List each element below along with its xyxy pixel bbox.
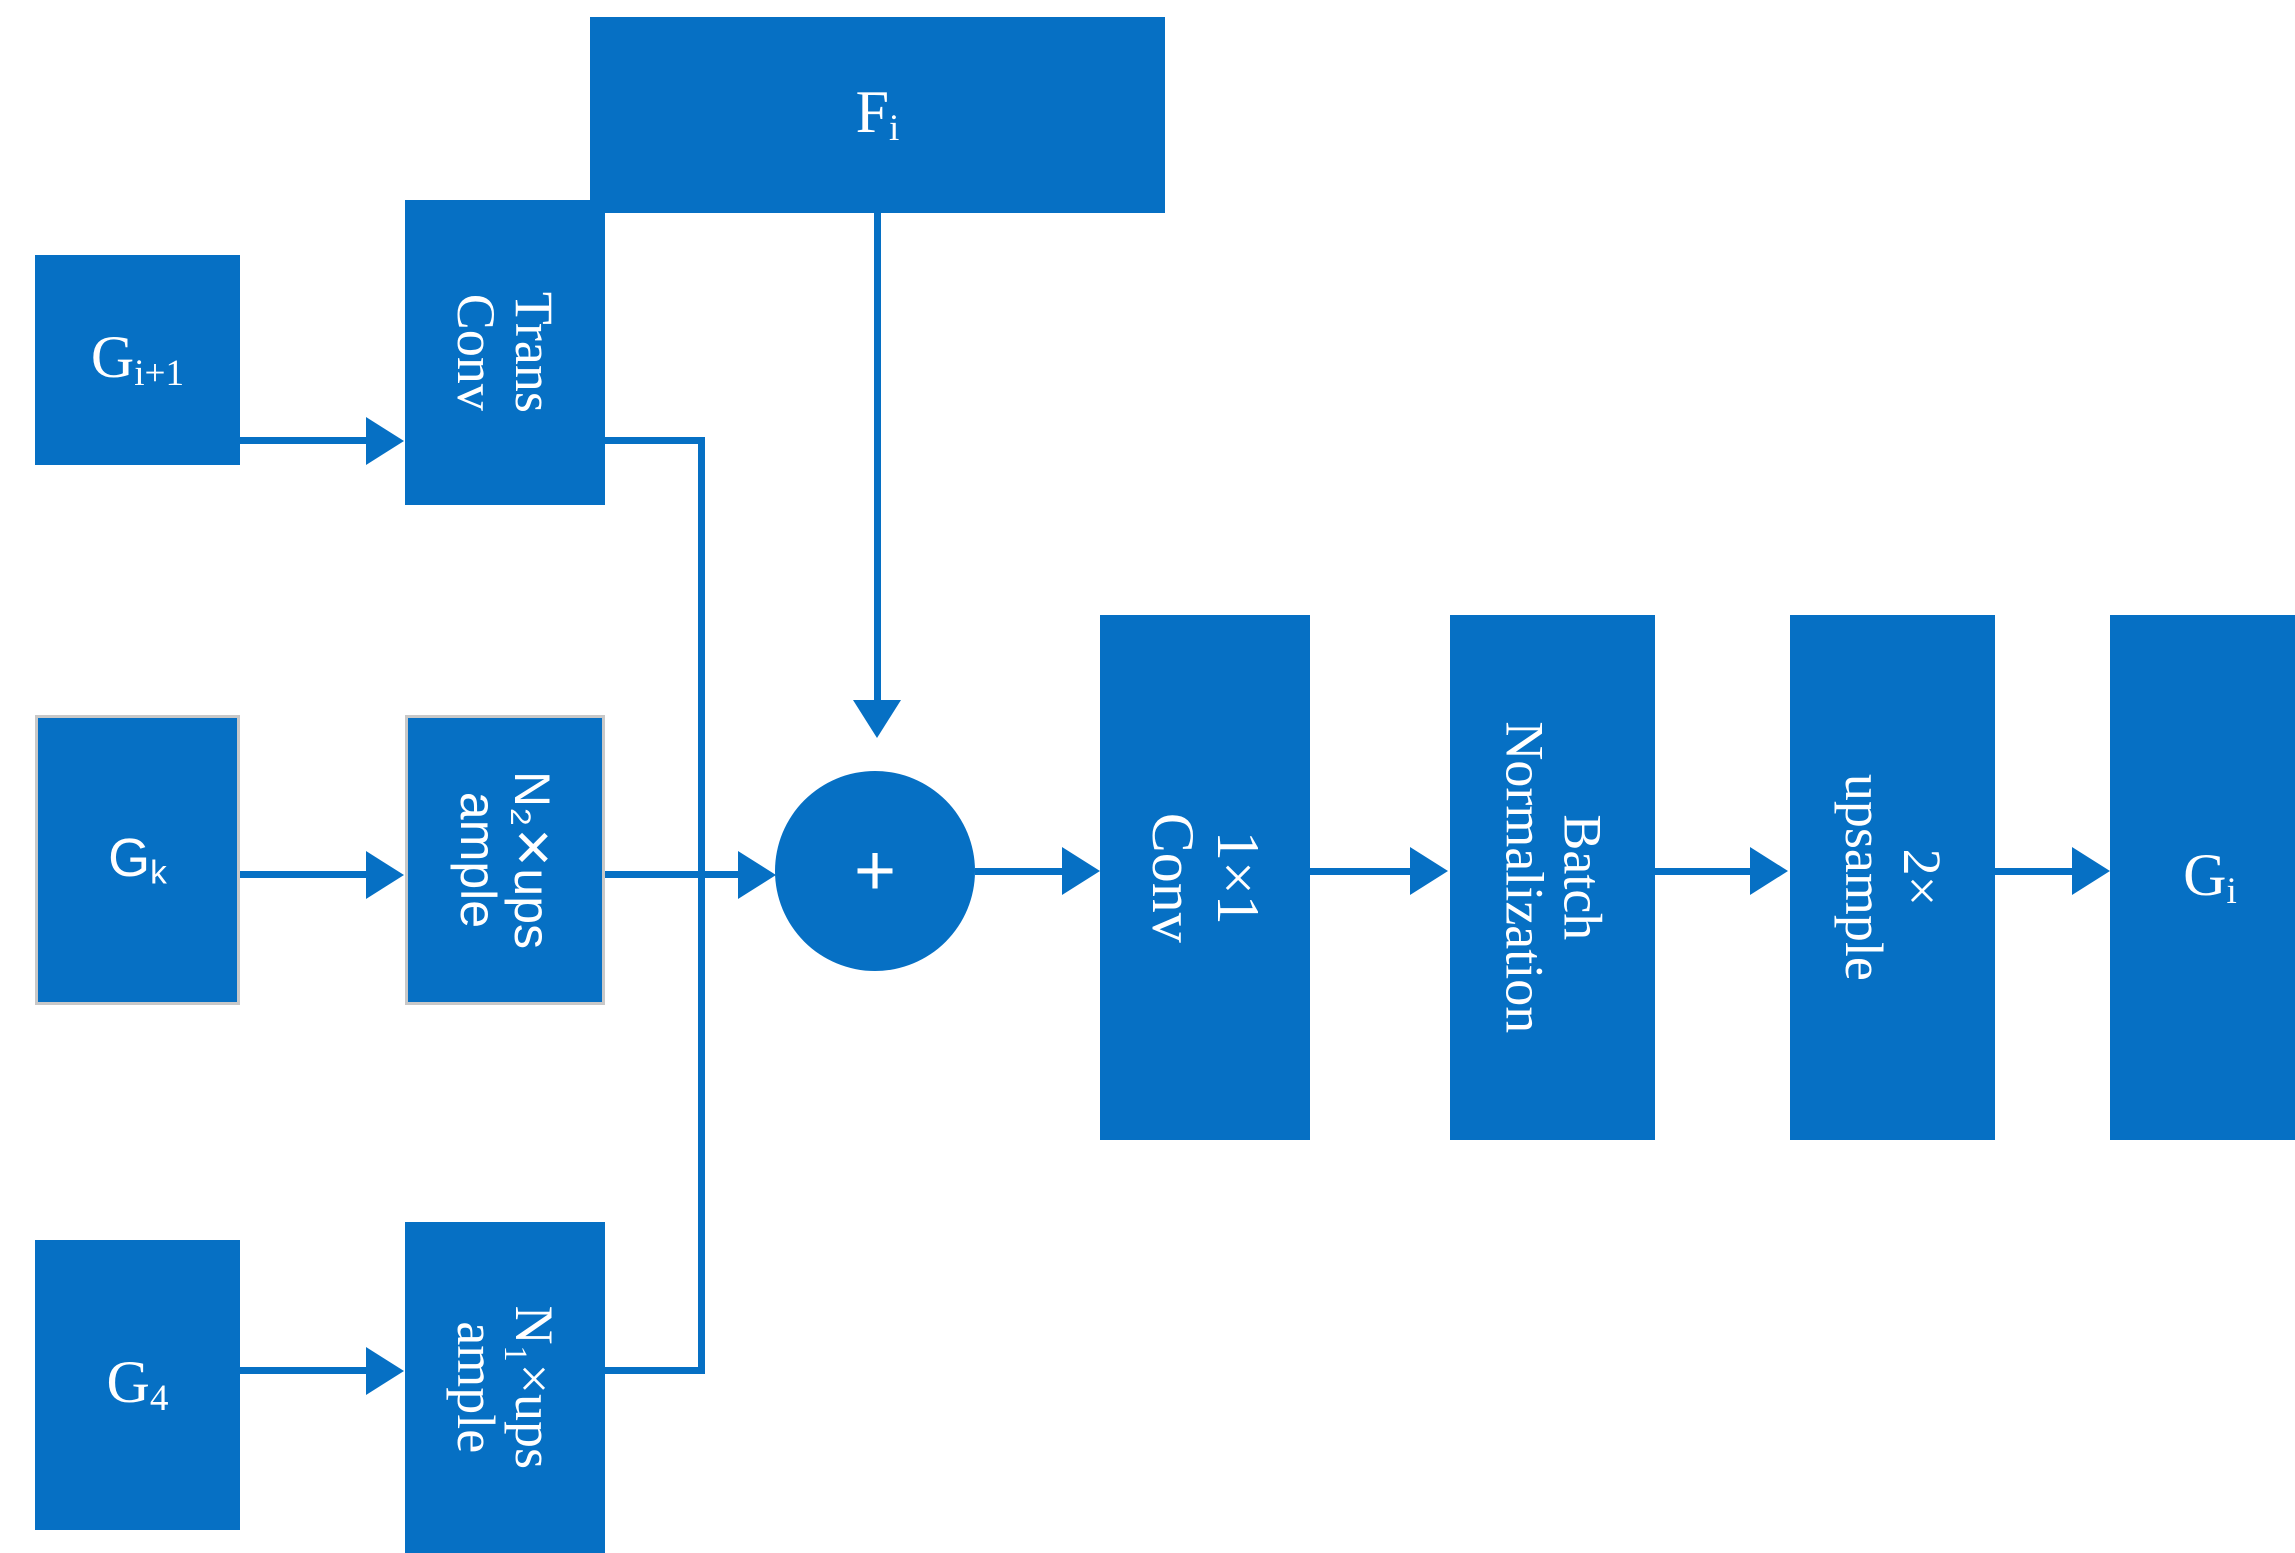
edge-bn-to-upsample-arrowhead <box>1750 847 1788 895</box>
edge-n1-up-segment <box>698 871 705 1371</box>
node-trans-conv[interactable]: Trans Conv <box>405 200 605 505</box>
node-f-i[interactable]: Fi <box>590 17 1165 213</box>
node-batch-normalization-label: Batch Normalization <box>1493 721 1612 1034</box>
node-g-i-plus-1[interactable]: Gi+1 <box>35 255 240 465</box>
node-conv-1x1-label: 1×1 Conv <box>1140 812 1271 943</box>
edge-g-i-plus-1-to-trans-conv-arrowhead <box>366 417 404 465</box>
node-g-4-label: G4 <box>106 1349 169 1420</box>
node-sum-label: + <box>853 831 897 911</box>
node-conv-1x1[interactable]: 1×1 Conv <box>1100 615 1310 1140</box>
edge-upsample-to-g-out-line <box>1995 868 2080 875</box>
node-sum[interactable]: + <box>775 771 975 971</box>
node-batch-normalization[interactable]: Batch Normalization <box>1450 615 1655 1140</box>
edge-sum-to-conv-line <box>975 868 1070 875</box>
node-n2-upsample-label: N₂✕ups ample <box>450 770 560 950</box>
edge-trans-conv-out-segment <box>605 437 705 444</box>
node-trans-conv-label: Trans Conv <box>446 291 565 414</box>
edge-g-i-plus-1-to-trans-conv-line <box>240 437 370 444</box>
edge-bn-to-upsample-line <box>1655 868 1755 875</box>
edge-n1-out-segment <box>605 1367 705 1374</box>
node-g-k-label: Gk <box>108 827 167 892</box>
edge-f-i-to-sum-line <box>874 213 881 703</box>
node-g-4[interactable]: G4 <box>35 1240 240 1530</box>
edge-conv-to-bn-arrowhead <box>1410 847 1448 895</box>
edge-conv-to-bn-line <box>1310 868 1415 875</box>
node-n1-upsample-label: N₁×ups ample <box>445 1305 565 1470</box>
edge-g-4-to-n1-arrowhead <box>366 1347 404 1395</box>
edge-f-i-to-sum-arrowhead <box>853 700 901 738</box>
edge-upsample-to-g-out-arrowhead <box>2072 847 2110 895</box>
edge-n2-to-sum-line <box>605 871 745 878</box>
node-n2-upsample[interactable]: N₂✕ups ample <box>405 715 605 1005</box>
edge-sum-to-conv-arrowhead <box>1062 847 1100 895</box>
node-g-i-plus-1-label: Gi+1 <box>90 324 185 395</box>
node-g-k[interactable]: Gk <box>35 715 240 1005</box>
edge-g-k-to-n2-arrowhead <box>366 851 404 899</box>
node-g-out[interactable]: Gi <box>2110 615 2295 1140</box>
node-g-out-label: Gi <box>2183 841 2237 912</box>
node-f-i-label: Fi <box>855 79 900 150</box>
node-upsample-2x[interactable]: 2× upsample <box>1790 615 1995 1140</box>
edge-trans-conv-down-segment <box>698 437 705 877</box>
node-n1-upsample[interactable]: N₁×ups ample <box>405 1222 605 1553</box>
edge-g-k-to-n2-line <box>240 871 370 878</box>
edge-bus-to-sum-line <box>698 871 746 878</box>
edge-g-4-to-n1-line <box>240 1367 370 1374</box>
node-upsample-2x-label: 2× upsample <box>1833 774 1952 981</box>
